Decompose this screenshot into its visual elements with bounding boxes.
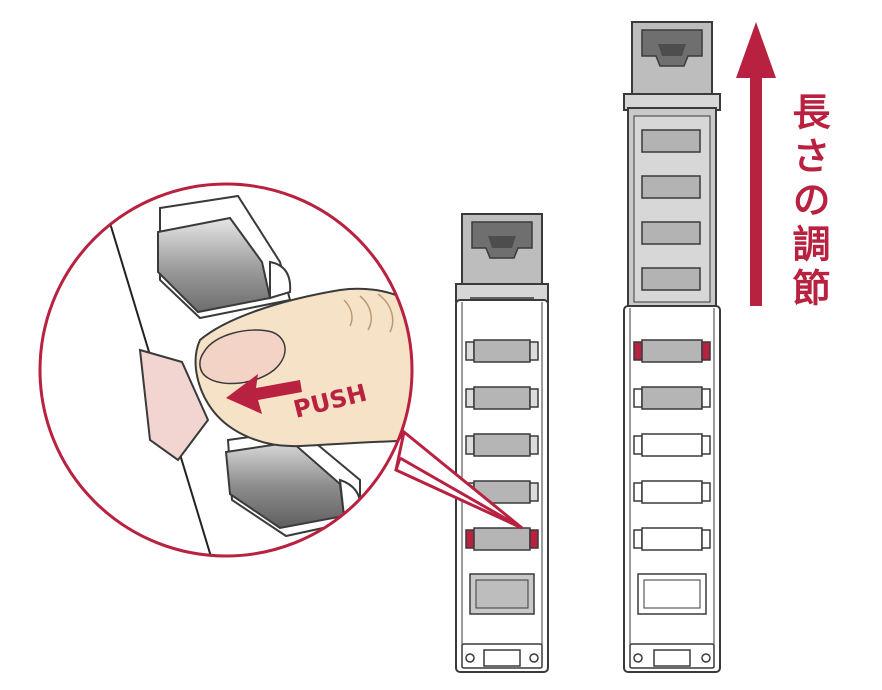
long-strap-extended-section [623,21,721,309]
short-strap-top-cap [455,213,549,303]
long-strap-bottom [629,643,715,669]
lower-button-zoom [224,428,362,538]
push-arrow [226,374,302,414]
upper-button-zoom [157,194,292,320]
long-strap [623,21,721,673]
short-strap-bottom [461,643,543,669]
zoom-callout: PUSH [38,182,523,558]
up-arrow [736,22,776,306]
pressed-button-zoom [138,348,210,462]
short-strap-slots [465,339,539,615]
long-strap-slots [633,339,711,615]
short-strap [455,213,549,673]
length-adjustment-label: 長さの調節 [786,92,830,312]
